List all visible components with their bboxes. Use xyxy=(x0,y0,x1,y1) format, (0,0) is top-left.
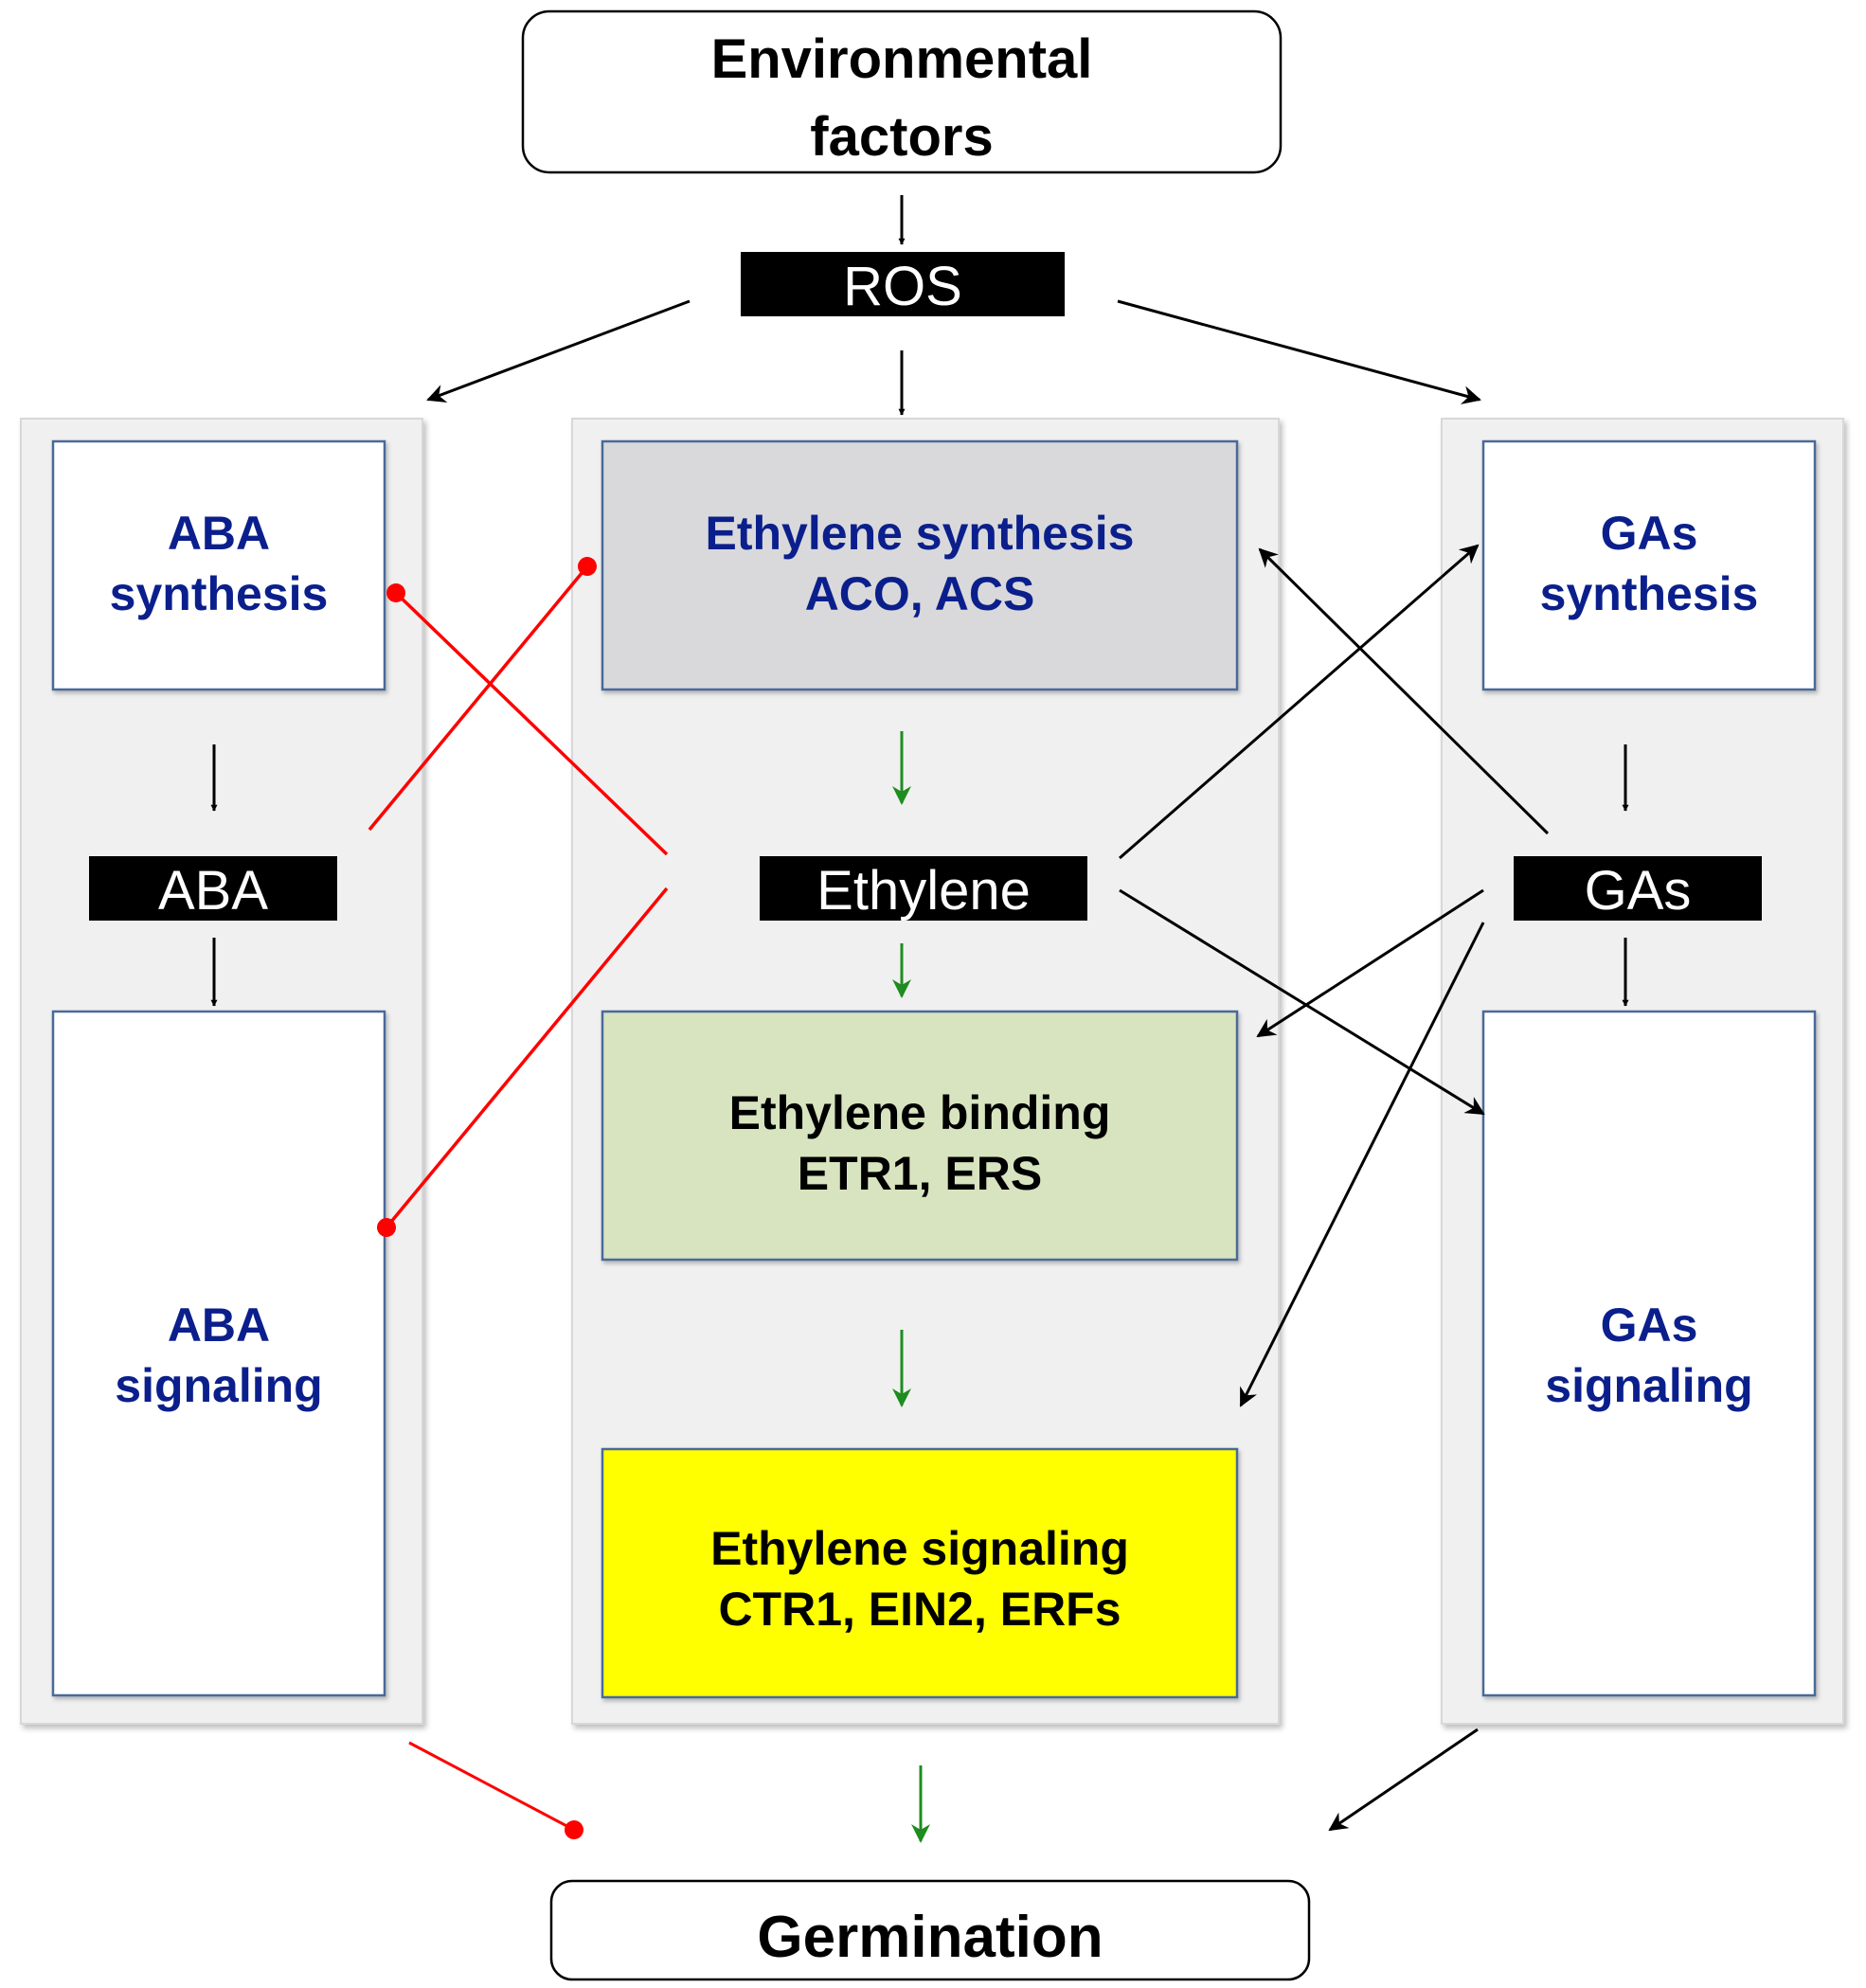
arrow-ros-to-gas-column xyxy=(1117,299,1481,404)
ethylene-synthesis-line2: ACO, ACS xyxy=(805,567,1035,620)
ethylene-synthesis-line1: Ethylene synthesis xyxy=(706,507,1135,560)
arrow-gas-to-ethylene-binding xyxy=(1256,888,1484,1038)
gas-box xyxy=(1514,856,1762,921)
inhibit-ethylene-to-aba-synthesis xyxy=(386,583,669,856)
inhibit-aba-to-ethylene-synthesis xyxy=(368,557,597,832)
gas-synthesis-box xyxy=(1481,439,1817,691)
aba-signaling-line1: ABA xyxy=(168,1298,270,1352)
inhibit-ethylene-to-aba-signaling xyxy=(377,887,669,1237)
arrow-gas-column-to-germination xyxy=(1328,1728,1479,1832)
gas-signaling-line1: GAs xyxy=(1601,1298,1698,1352)
germination-label: Germination xyxy=(757,1905,1103,1970)
ethylene-synthesis-box xyxy=(601,439,1239,691)
aba-synthesis-line1: ABA xyxy=(168,507,270,560)
ethylene-box xyxy=(760,856,1087,921)
ethylene-signaling-line1: Ethylene signaling xyxy=(710,1522,1129,1575)
ethylene-binding-line1: Ethylene binding xyxy=(729,1086,1111,1139)
arrow-ethylene-to-gas-signaling xyxy=(1119,888,1485,1116)
gas-signaling-line2: signaling xyxy=(1545,1359,1752,1412)
gas-synthesis-line1: GAs xyxy=(1601,507,1698,560)
inhibit-aba-column-to-germination xyxy=(408,1741,583,1839)
arrow-ethylene-to-gas-synthesis xyxy=(1119,544,1480,860)
gas-label: GAs xyxy=(1585,860,1692,922)
ethylene-binding-box xyxy=(601,1010,1239,1262)
aba-signaling-box xyxy=(51,1010,386,1697)
ros-box xyxy=(741,252,1065,316)
ethylene-signaling-line2: CTR1, EIN2, ERFs xyxy=(718,1583,1121,1636)
arrow-gas-to-ethylene-signaling xyxy=(1239,922,1485,1407)
aba-label: ABA xyxy=(158,860,268,922)
aba-signaling-line2: signaling xyxy=(115,1359,322,1412)
aba-box xyxy=(89,856,337,921)
gas-signaling-box xyxy=(1481,1010,1817,1697)
arrow-ros-to-aba-column xyxy=(426,299,691,403)
ethylene-binding-line2: ETR1, ERS xyxy=(798,1147,1042,1200)
gas-synthesis-line2: synthesis xyxy=(1540,567,1759,620)
ethylene-label: Ethylene xyxy=(816,860,1031,922)
ros-label: ROS xyxy=(843,256,962,317)
environmental-factors-line1: Environmental xyxy=(711,28,1093,90)
ethylene-signaling-box xyxy=(601,1447,1239,1699)
environmental-factors-box xyxy=(521,9,1283,174)
aba-synthesis-line2: synthesis xyxy=(110,567,329,620)
germination-box xyxy=(549,1879,1311,1981)
arrow-gas-to-ethylene-synthesis xyxy=(1258,547,1550,835)
environmental-factors-line2: factors xyxy=(810,106,993,168)
aba-synthesis-box xyxy=(51,439,386,691)
